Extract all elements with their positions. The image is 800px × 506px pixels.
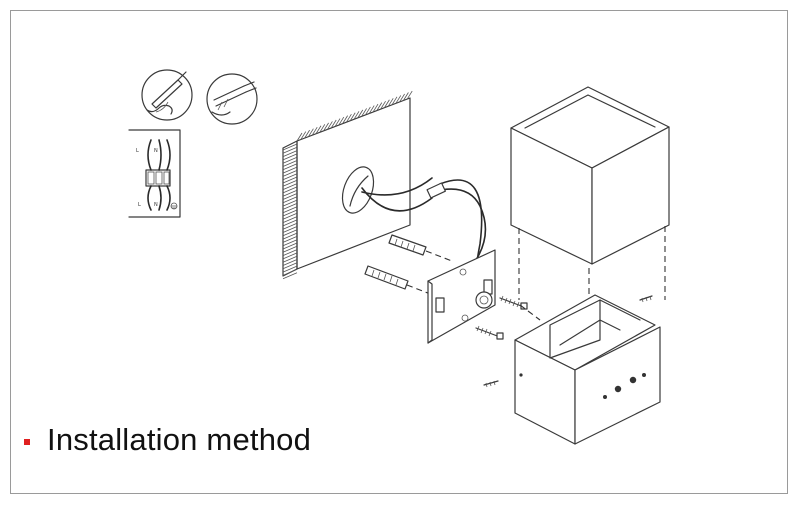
lamp-body [514,294,661,445]
wall-hatch-line [365,106,371,116]
wall-hatch-line [338,116,345,126]
wall-hatch-line [282,236,298,243]
wall-hatch-line [380,100,386,110]
wall-hatch-line [282,193,298,200]
wall-hatch-line [282,269,298,276]
wall-hatch-line [391,96,398,106]
wall-hatch-line [282,199,298,207]
wall-anchor-upper [388,234,453,262]
wall-hatch-line [353,111,360,120]
wall-hatch-line [399,93,405,103]
wall-hatch-line [357,109,364,119]
wall-hatch-line [282,249,298,256]
wall-hatch-line [406,90,413,100]
wall-hatch-line [282,212,298,220]
wall-hatch-line [282,179,298,187]
terminal-block-panel: L N L N [128,129,181,218]
wall-hatch-line [282,206,298,214]
mounting-plate [427,249,496,344]
wall-hatch-line [282,153,298,161]
wall-hatch-line [282,143,298,151]
alignment-lines [518,226,666,321]
wall-hatch-line [282,160,298,167]
lamp-cover-cube [510,86,670,265]
caption-bullet [24,439,30,445]
terminal-label-l-bottom: L [138,202,141,208]
wall-hatch-line [282,146,298,154]
wall-hatch-line [282,186,298,194]
wire-stripper-in-hand-icon [206,73,258,125]
wall-hatch-line [282,166,298,174]
wall-hatch-line [308,128,314,137]
wall-hatch-line [282,176,298,184]
wall-hatch-line [282,242,298,250]
wall-hatch-line [282,232,298,240]
wall-hatch-line [282,245,298,253]
wall-hatch-line [282,216,298,223]
terminal-label-l-top: L [136,148,139,154]
wall-hatch-line [387,98,394,107]
wall-hatch-line [349,112,356,121]
wall-hatch-line [282,255,298,263]
wall-hatch-line [282,219,298,227]
wall-hatch-line [323,122,329,132]
wall-hatch-line [346,113,352,123]
wall-hatch-line [372,103,379,113]
wall-hatch-line [376,102,383,111]
wall-hatch-line [384,99,390,108]
set-screw-left [483,380,499,388]
wall-hatch-line [304,129,310,139]
ground-symbol-icon [170,202,178,210]
wall-hatch-line [395,95,402,104]
wall-hatch-line [282,203,298,210]
wall-anchor-lower [364,265,434,296]
caption: Installation method [24,420,311,460]
wall-hatch-line [282,209,298,217]
wall-hatch-line [282,222,298,230]
caption-text: Installation method [47,422,312,457]
wall-hatch-line [300,131,307,140]
wall-hatch-line [282,239,298,247]
set-screw-right [639,295,653,303]
wall-hatch-line [282,259,298,266]
screw-lower [475,325,504,340]
wall-hatch-line [342,115,348,124]
wall-hatch-line [319,124,326,133]
wall-hatch-line [282,265,298,273]
wall-hatch-line [296,132,303,142]
wall-hatch-line [282,226,298,233]
wall-hatch-line [282,252,298,260]
wall-hatch-line [282,229,298,237]
wall-hatch-line [282,170,298,177]
wall-hatch-line [282,150,298,157]
wall-hatch-line [311,127,318,136]
wall-hatch-line [334,118,341,127]
wall-hatch-line [282,196,298,204]
screwdriver-in-hand-icon [141,69,193,121]
terminal-label-n-top: N [154,148,158,154]
wall-hatch-line [282,156,298,164]
wall-hatch-line [282,189,298,197]
wall-hatch-line [403,92,409,101]
wall-hatch-line [282,173,298,181]
wall-hatch-line [327,121,333,130]
wall-hatch-line [282,272,298,280]
wall-hatch-line [315,125,322,134]
wall-hatch-line [282,262,298,270]
wall-hatch-line [282,163,298,171]
wall-hatch-line [368,105,375,114]
wall-hatch-line [330,119,337,129]
diagram-frame [10,10,788,494]
wall-hatch-line [361,108,367,117]
wall-section [282,90,413,280]
terminal-label-n-bottom: N [154,202,158,208]
wall-hatch-line [282,183,298,190]
